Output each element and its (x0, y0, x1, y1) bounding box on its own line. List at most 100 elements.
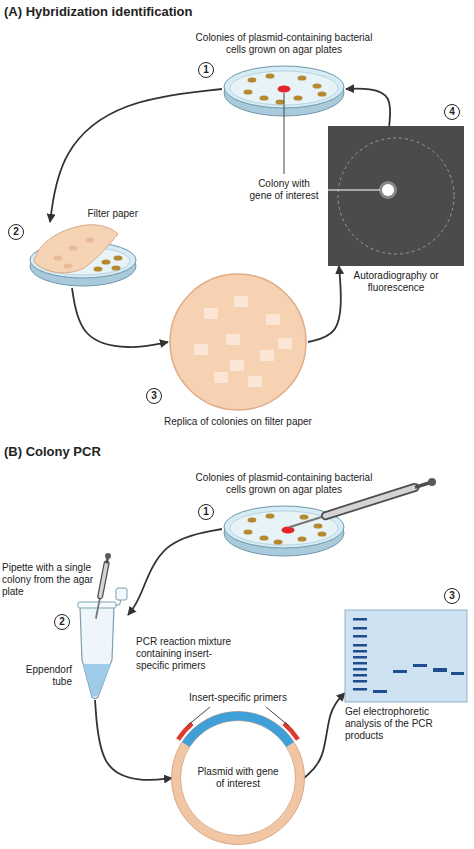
autoradiograph-shape (328, 126, 464, 266)
colony-replica (248, 376, 262, 387)
pipette-body (100, 563, 106, 596)
pipette-button (105, 553, 111, 559)
leader-line (326, 190, 380, 191)
node-caption: Plasmid with gene of interest (196, 766, 280, 790)
agar-plate: Colonies of plasmid-containing bacterial… (222, 500, 346, 558)
step-number: 4 (444, 104, 460, 120)
callout-label: Pipette with a single colony from the ag… (2, 562, 94, 598)
step-number: 1 (198, 62, 214, 78)
plasmid-circle: Plasmid with gene of interest (172, 712, 304, 844)
bacterial-colony (266, 513, 275, 518)
step-number: 3 (444, 588, 460, 604)
leader-line (284, 93, 285, 174)
pipette-button (428, 478, 436, 486)
bacterial-colony (114, 255, 123, 260)
leader-line (266, 707, 289, 726)
dna-band (353, 618, 367, 621)
process-arrow (346, 89, 390, 126)
colony-imprint (64, 263, 73, 268)
colony-replica (230, 360, 244, 371)
bacterial-colony (102, 259, 111, 264)
agar-plate-shape (222, 60, 346, 118)
eppendorf-tube-shape (78, 600, 128, 700)
dna-band (451, 672, 464, 675)
gel-slab (345, 610, 467, 702)
bacterial-colony (260, 535, 269, 540)
dna-band (413, 664, 427, 667)
bacterial-colony (94, 266, 103, 271)
bacterial-colony (276, 99, 285, 104)
pipette-tip (290, 516, 326, 527)
step-number: 3 (146, 388, 162, 404)
bacterial-colony (298, 536, 307, 541)
process-arrow (308, 266, 341, 342)
bacterial-colony (298, 75, 307, 80)
colony-replica (278, 338, 292, 349)
replica-filter-shape (168, 272, 308, 412)
colony-imprint (86, 237, 95, 242)
dna-band (353, 656, 367, 659)
colony-replica (214, 372, 228, 383)
pipette-tip (96, 596, 100, 618)
signal-glow (379, 181, 397, 199)
colony-replica (204, 308, 218, 319)
agar-plate: Colonies of plasmid-containing bacterial… (222, 60, 346, 118)
node-caption: Colonies of plasmid-containing bacterial… (194, 472, 374, 496)
pcr-mixture (83, 664, 111, 697)
node-caption: Colonies of plasmid-containing bacterial… (194, 32, 374, 56)
plate-outline (338, 138, 454, 254)
bacterial-colony (244, 89, 253, 94)
bacterial-colony (112, 265, 121, 270)
primer (282, 722, 299, 741)
panel-heading: (B) Colony PCR (4, 444, 101, 460)
dna-band (393, 670, 407, 673)
gel-image: Gel electrophoretic analysis of the PCR … (345, 610, 467, 702)
bacterial-colony (314, 523, 323, 528)
dna-band (353, 662, 367, 665)
bacterial-colony (266, 73, 275, 78)
target-colony (278, 85, 291, 92)
replica-filter: Replica of colonies on filter paper (168, 272, 308, 412)
node-caption: PCR reaction mixture containing insert-s… (136, 636, 236, 672)
bacterial-colony (244, 529, 253, 534)
colony-replica (260, 350, 274, 361)
step-number: 2 (8, 224, 24, 240)
dna-band (353, 644, 367, 647)
colony-replica (226, 334, 240, 345)
callout-label: Colony with gene of interest (246, 178, 322, 202)
dna-band (353, 627, 367, 630)
process-arrow (304, 693, 345, 778)
bacterial-colony (294, 95, 303, 100)
dna-band (433, 668, 447, 672)
tube-body (80, 606, 114, 699)
dna-band (353, 635, 367, 638)
filter-plate-shape (28, 222, 138, 288)
pipette-body (100, 563, 106, 596)
bacterial-colony (248, 517, 257, 522)
tube-rim (78, 602, 116, 608)
bacterial-colony (248, 77, 257, 82)
dna-band (353, 668, 367, 671)
autoradiograph-film (328, 126, 464, 266)
callout-label: Insert-specific primers (178, 692, 298, 704)
filter-paper (34, 225, 118, 273)
step-number: 2 (54, 614, 70, 630)
agar-plate-shape (222, 500, 346, 558)
dna-band (353, 680, 367, 683)
process-arrow (50, 89, 222, 222)
bacterial-colony (260, 95, 269, 100)
process-arrow (72, 288, 168, 347)
autoradiograph: Autoradiography or fluorescence (328, 126, 464, 266)
tube-cap (116, 588, 127, 600)
colony-imprint (69, 245, 78, 250)
primer (176, 722, 193, 741)
bacterial-colony (300, 514, 309, 519)
eppendorf-tube: PCR reaction mixture containing insert-s… (78, 600, 128, 700)
gel-image-shape (345, 610, 467, 702)
dna-band (353, 674, 367, 677)
node-caption: Eppendorf tube (6, 664, 72, 688)
bacterial-colony (313, 83, 322, 88)
node-caption: Gel electrophoretic analysis of the PCR … (345, 706, 467, 742)
colony-replica (234, 296, 248, 307)
